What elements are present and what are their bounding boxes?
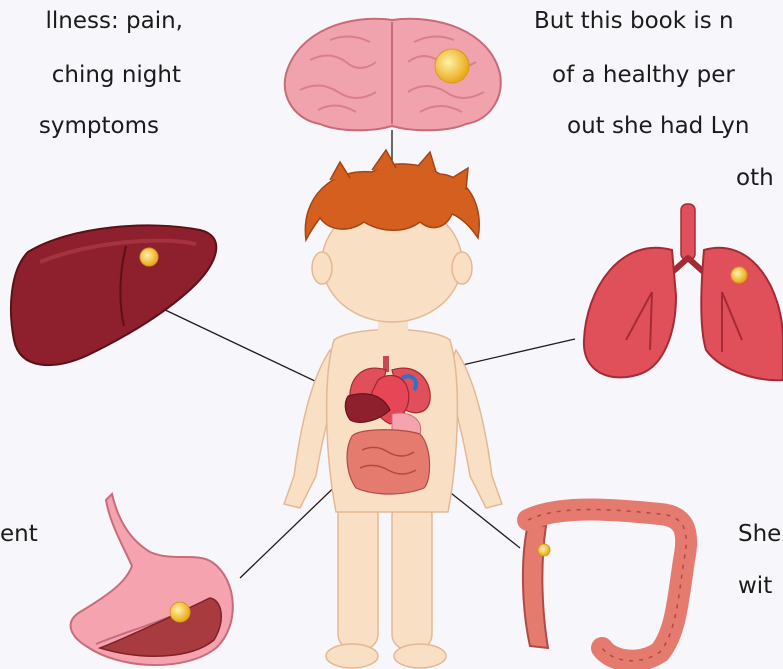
lungs-icon [584,204,783,380]
right-text-line-3: out she had Lyn [567,106,749,146]
right-text-line-1: But this book is n [534,1,734,41]
lung-tumor [731,267,747,283]
right-text-line-2: of a healthy per [552,55,735,95]
left-text-line-4: ent [0,514,38,554]
stomach-tumor [170,602,190,622]
brain-icon [285,19,501,130]
left-text-line-2: ching night [52,55,181,95]
right-text-line-5: She [738,514,781,554]
right-text-line-6: wit [738,566,772,606]
liver-icon [11,225,216,365]
intestine-tumor [538,544,550,556]
brain-tumor [435,49,469,83]
intestine-icon [523,510,686,661]
left-text-line-1: llness: pain, [45,1,183,41]
liver-tumor [140,248,158,266]
child-figure-icon [284,150,502,668]
left-text-line-3: symptoms [39,106,159,146]
stomach-icon [71,494,233,665]
right-text-line-4: oth [736,158,774,198]
